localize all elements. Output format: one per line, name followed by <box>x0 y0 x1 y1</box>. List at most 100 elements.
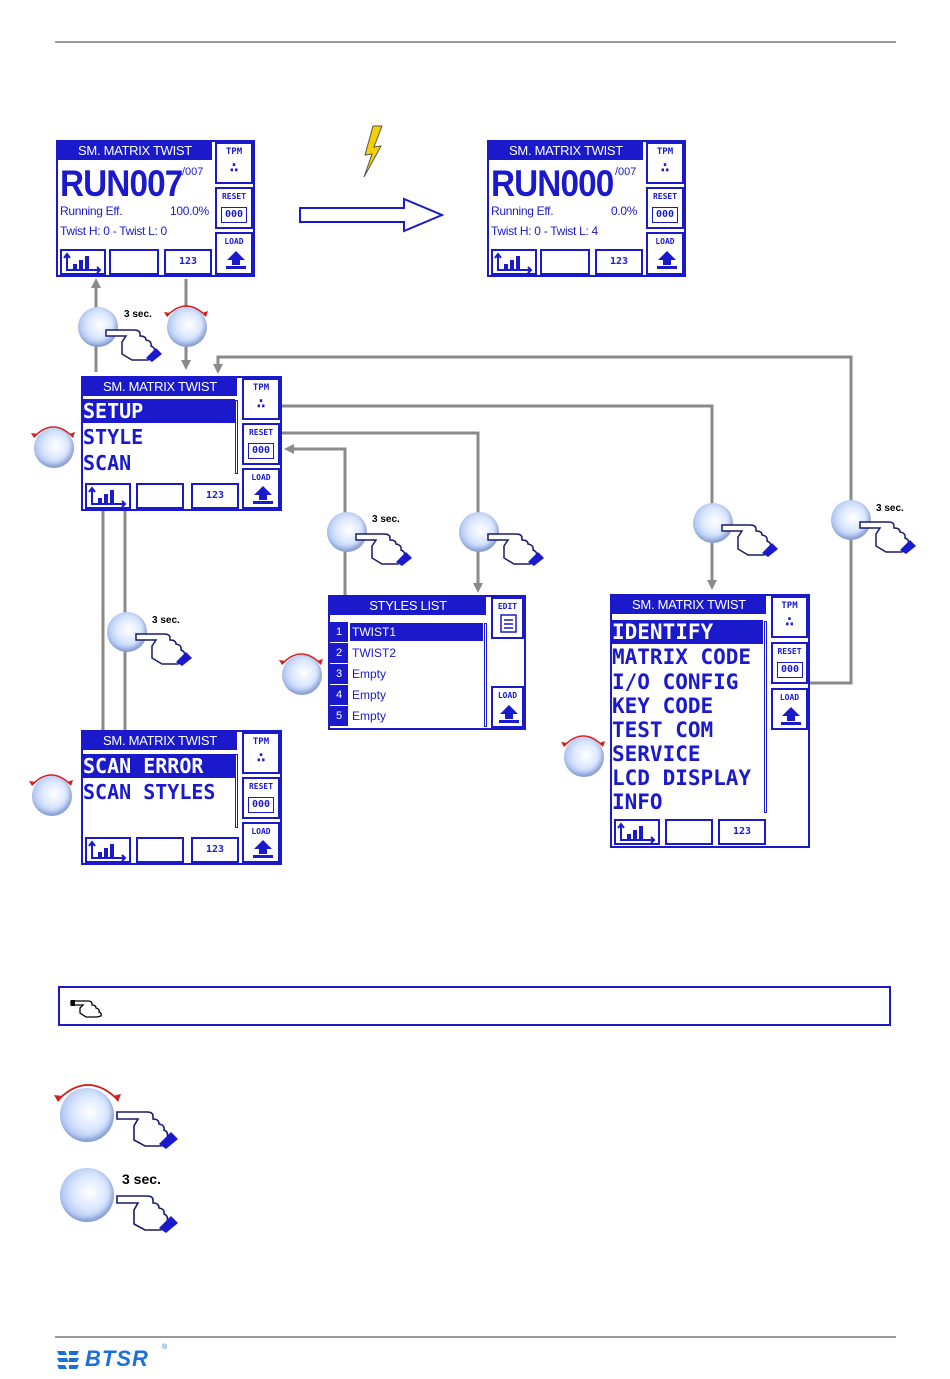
keys-123[interactable]: 123 <box>164 249 212 275</box>
menu-item-scan-styles[interactable]: SCAN STYLES <box>83 780 216 804</box>
lcd-title: SM. MATRIX TWIST <box>83 378 237 396</box>
blank-key[interactable] <box>109 249 159 275</box>
load-arrow-icon <box>781 707 801 725</box>
reset-key[interactable]: RESET 000 <box>242 423 280 465</box>
document-icon <box>500 614 517 633</box>
graph-key[interactable] <box>85 483 131 509</box>
menu-item-io-config[interactable]: I/O CONFIG <box>612 670 739 694</box>
list-item[interactable]: 2 TWIST2 <box>330 643 486 663</box>
knob-press-icon <box>107 612 147 652</box>
eff-value: 0.0% <box>611 204 638 218</box>
load-arrow-icon <box>657 251 677 269</box>
blank-key[interactable] <box>665 819 713 845</box>
load-key[interactable]: LOAD <box>771 688 808 730</box>
twist-icon: ∴ <box>660 158 670 176</box>
menu-item-identify[interactable]: IDENTIFY <box>612 620 763 644</box>
graph-key[interactable] <box>85 837 131 863</box>
legend-knob-rotate <box>60 1088 114 1142</box>
rotate-arrow-icon <box>31 426 75 438</box>
tpm-key[interactable]: TPM ∴ <box>771 596 808 638</box>
reset-key[interactable]: RESET 000 <box>242 777 280 819</box>
footer-rule <box>55 1336 896 1338</box>
reset-label: RESET <box>777 647 802 656</box>
pointing-hand-icon <box>859 521 916 554</box>
load-key[interactable]: LOAD <box>646 232 684 275</box>
rotate-arrow-icon <box>279 653 323 665</box>
run-value: 007 <box>129 163 183 204</box>
tpm-key[interactable]: TPM ∴ <box>242 378 280 420</box>
menu-item-scan-error[interactable]: SCAN ERROR <box>83 754 235 778</box>
load-label: LOAD <box>779 693 800 702</box>
scrollbar[interactable] <box>484 623 487 727</box>
menu-item-key-code[interactable]: KEY CODE <box>612 694 714 718</box>
load-key[interactable]: LOAD <box>242 468 280 509</box>
row-number: 2 <box>330 643 348 663</box>
tpm-label: TPM <box>252 737 270 747</box>
pointing-hand-icon <box>116 1111 178 1149</box>
edit-key[interactable]: EDIT <box>491 597 524 639</box>
keys-123[interactable]: 123 <box>595 249 643 275</box>
keys-123[interactable]: 123 <box>191 483 239 509</box>
bar-graph-icon <box>617 822 656 844</box>
lcd-main-menu: SM. MATRIX TWIST SETUP STYLE SCAN TPM ∴ … <box>81 376 282 511</box>
run-counter: RUN007 <box>60 163 183 204</box>
menu-item-setup[interactable]: SETUP <box>83 399 235 423</box>
run-label: RUN <box>491 163 561 204</box>
load-key[interactable]: LOAD <box>242 822 280 863</box>
list-item[interactable]: 1 TWIST1 <box>330 622 486 642</box>
lcd-title: SM. MATRIX TWIST <box>58 142 212 160</box>
scrollbar[interactable] <box>235 754 238 828</box>
graph-key[interactable] <box>60 249 106 275</box>
row-number: 1 <box>330 622 348 642</box>
style-name: TWIST2 <box>352 646 396 660</box>
lcd-run-before: SM. MATRIX TWIST RUN007 /007 Running Eff… <box>56 140 255 277</box>
btsr-logo-text: BTSR <box>85 1346 149 1371</box>
keys-123[interactable]: 123 <box>191 837 239 863</box>
rotate-arrow-icon <box>29 774 73 786</box>
reset-label: RESET <box>221 192 247 201</box>
keys-123[interactable]: 123 <box>718 819 766 845</box>
styles-rows: 1 TWIST1 2 TWIST2 3 Empty 4 Empty 5 Empt… <box>330 622 488 730</box>
knob-rotate-icon <box>564 737 604 777</box>
reset-key[interactable]: RESET 000 <box>646 187 684 229</box>
menu-item-service[interactable]: SERVICE <box>612 742 701 766</box>
pointing-hand-icon <box>721 524 778 557</box>
tpm-key[interactable]: TPM ∴ <box>646 142 684 184</box>
graph-key[interactable] <box>491 249 537 275</box>
menu-item-test-com[interactable]: TEST COM <box>612 718 714 742</box>
list-item[interactable]: 4 Empty <box>330 685 486 705</box>
reset-counter-box: 000 <box>221 207 247 223</box>
pointing-hand-icon <box>116 1195 178 1233</box>
menu-item-style[interactable]: STYLE <box>83 425 144 449</box>
press-duration-label: 3 sec. <box>152 615 180 626</box>
scrollbar[interactable] <box>764 621 767 813</box>
menu-item-info[interactable]: INFO <box>612 790 663 814</box>
menu-item-matrix-code[interactable]: MATRIX CODE <box>612 645 752 669</box>
list-item[interactable]: 5 Empty <box>330 706 486 726</box>
list-item[interactable]: 3 Empty <box>330 664 486 684</box>
menu-item-scan[interactable]: SCAN <box>83 451 132 475</box>
menu-item-lcd-display[interactable]: LCD DISPLAY <box>612 766 752 790</box>
lcd-run-after: SM. MATRIX TWIST RUN000 /007 Running Eff… <box>487 140 686 277</box>
load-label: LOAD <box>224 237 244 246</box>
rotate-arrow-icon <box>54 1084 121 1102</box>
load-arrow-icon <box>499 705 519 723</box>
blank-key[interactable] <box>136 837 184 863</box>
knob-press-icon <box>459 512 499 552</box>
row-number: 3 <box>330 664 348 684</box>
tpm-key[interactable]: TPM ∴ <box>215 142 253 184</box>
pointing-hand-icon <box>105 329 162 362</box>
scrollbar[interactable] <box>235 400 238 474</box>
tpm-key[interactable]: TPM ∴ <box>242 732 280 774</box>
blank-key[interactable] <box>540 249 590 275</box>
reset-key[interactable]: RESET 000 <box>771 642 808 684</box>
load-key[interactable]: LOAD <box>491 686 524 728</box>
style-name: Empty <box>352 709 387 723</box>
reset-key[interactable]: RESET 000 <box>215 187 253 229</box>
blank-key[interactable] <box>136 483 184 509</box>
graph-key[interactable] <box>614 819 660 845</box>
knob-press-icon <box>831 500 871 540</box>
knob-press-icon <box>693 503 733 543</box>
eff-label: Running Eff. <box>491 204 554 218</box>
load-key[interactable]: LOAD <box>215 232 253 275</box>
